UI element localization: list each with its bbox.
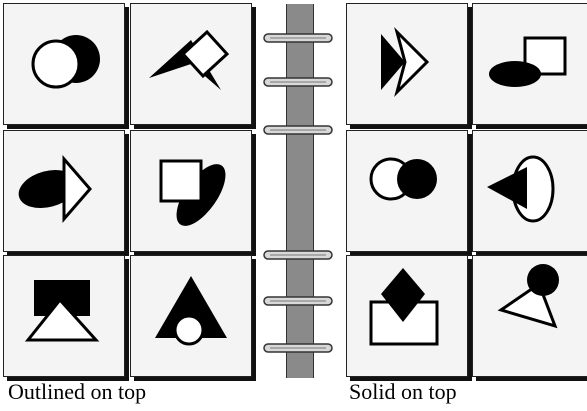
outlined-circle-icon xyxy=(175,316,203,344)
ring-icon xyxy=(262,123,334,137)
panel-solid-rectangle-under-outlined-triangle xyxy=(3,255,125,377)
ring-icon xyxy=(262,248,334,262)
panel-solid-circle-over-outlined-circle xyxy=(346,130,468,252)
panel-solid-triangle-over-outlined-ellipse xyxy=(472,130,587,252)
panel-solid-triangle-over-outlined-chevron xyxy=(346,3,468,125)
binder-spine xyxy=(286,4,314,378)
solid-triangle-icon xyxy=(487,167,527,209)
caption-solid-on-top: Solid on top xyxy=(349,379,457,405)
outlined-circle-icon xyxy=(33,41,79,87)
panel-outlined-diamond-over-solid-quad xyxy=(130,3,252,125)
ring-icon xyxy=(262,31,334,45)
solid-circle-icon xyxy=(397,159,437,199)
panel-outlined-circle-behind-solid-circle xyxy=(3,3,125,125)
panel-solid-diamond-over-outlined-rectangle xyxy=(346,255,468,377)
solid-circle-icon xyxy=(527,264,559,296)
outlined-diamond-icon xyxy=(183,32,227,76)
ring-icon xyxy=(262,294,334,308)
solid-ellipse-icon xyxy=(489,61,541,87)
panel-solid-circle-over-outlined-triangle xyxy=(472,255,587,377)
panel-solid-ellipse-over-outlined-square xyxy=(472,3,587,125)
panel-solid-triangle-with-outlined-circle xyxy=(130,255,252,377)
panel-solid-ellipse-under-outlined-arrow xyxy=(3,130,125,252)
caption-outlined-on-top: Outlined on top xyxy=(8,379,146,405)
ring-icon xyxy=(262,341,334,355)
outlined-arrow-icon xyxy=(64,159,90,219)
ring-icon xyxy=(262,75,334,89)
outlined-square-icon xyxy=(161,161,201,201)
panel-outlined-square-over-solid-ellipse xyxy=(130,130,252,252)
